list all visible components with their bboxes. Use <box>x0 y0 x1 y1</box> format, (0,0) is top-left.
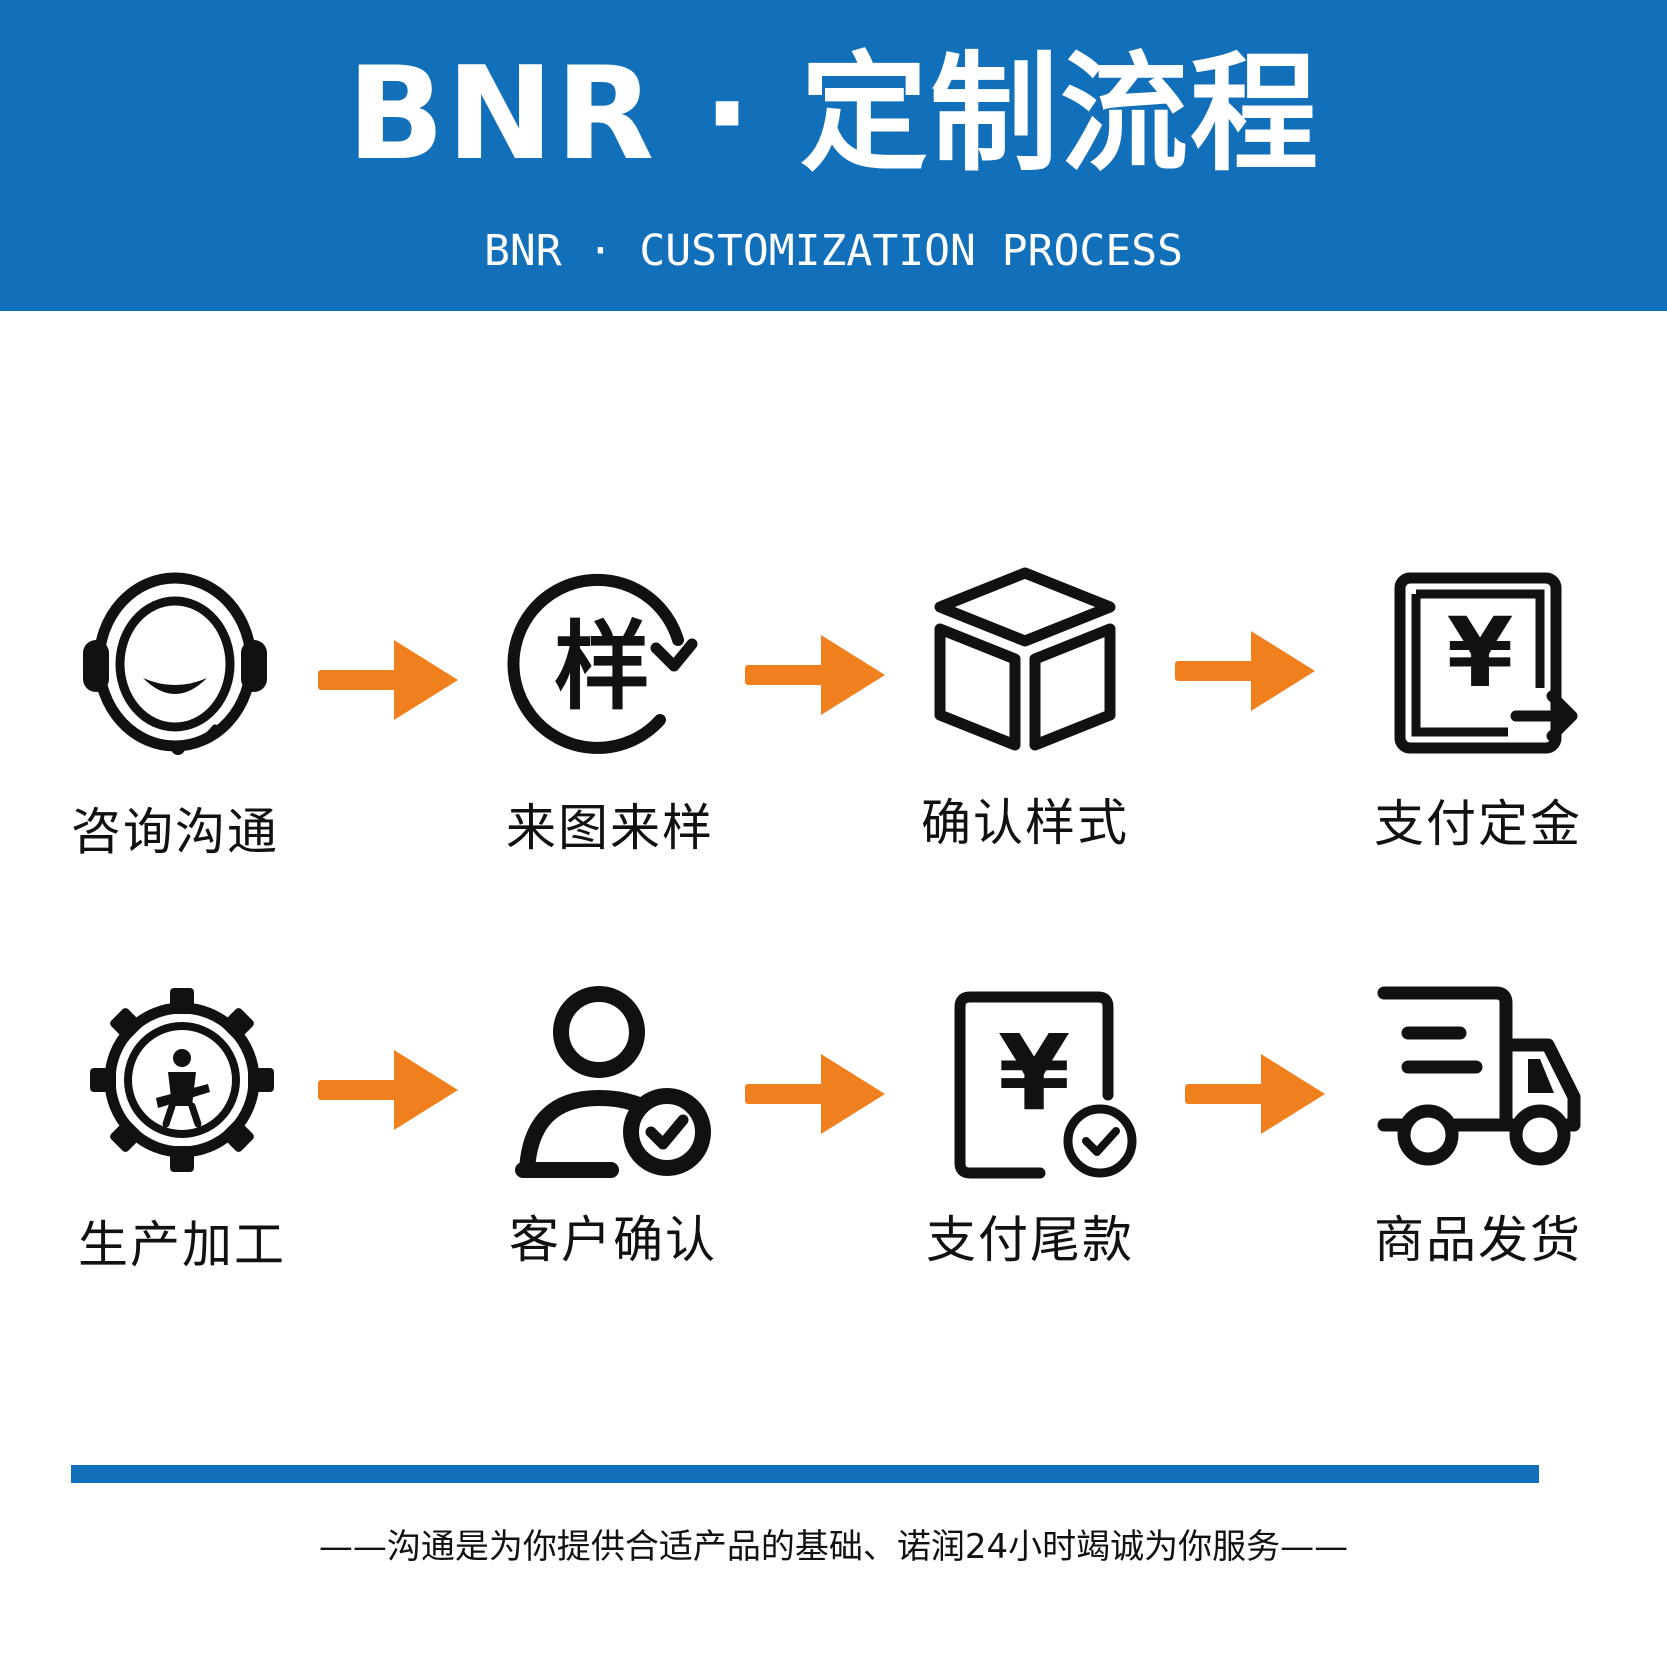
step-production: 生产加工 <box>62 985 302 1274</box>
yuan-glyph: ¥ <box>998 1012 1070 1134</box>
arrow-right-icon <box>745 1054 885 1134</box>
step-label: 生产加工 <box>78 1216 286 1274</box>
arrow-right-icon <box>318 640 458 720</box>
step-deposit: ¥ 支付定金 <box>1358 568 1598 853</box>
step-label: 客户确认 <box>509 1211 717 1269</box>
step-label: 确认样式 <box>921 794 1129 852</box>
page-title: BNR · 定制流程 <box>346 40 1320 189</box>
step-label: 支付尾款 <box>926 1211 1134 1269</box>
gear-worker-icon <box>90 988 274 1172</box>
user-check-icon <box>515 986 711 1178</box>
arrow-right-icon <box>318 1050 458 1130</box>
step-label: 支付定金 <box>1374 795 1582 853</box>
sample-refresh-icon: 样 <box>507 573 698 754</box>
arrow-right-icon <box>745 635 885 715</box>
step-confirm-style: 确认样式 <box>905 565 1145 852</box>
yuan-payment-icon: ¥ <box>1394 572 1578 754</box>
header-banner: BNR · 定制流程 BNR · CUSTOMIZATION PROCESS <box>0 0 1667 311</box>
step-shipping: 商品发货 <box>1358 985 1598 1269</box>
sample-glyph: 样 <box>554 611 650 723</box>
arrow-right-icon <box>1185 1054 1325 1134</box>
step-consult: 咨询沟通 <box>55 570 295 861</box>
step-label: 商品发货 <box>1374 1211 1582 1269</box>
headset-icon <box>83 572 267 755</box>
step-sample: 样 来图来样 <box>490 570 730 857</box>
yuan-check-icon: ¥ <box>954 991 1137 1179</box>
box-icon <box>934 567 1116 751</box>
page-subtitle: BNR · CUSTOMIZATION PROCESS <box>484 226 1183 276</box>
footer-slogan: ——沟通是为你提供合适产品的基础、诺润24小时竭诚为你服务—— <box>318 1527 1349 1567</box>
step-balance-payment: ¥ 支付尾款 <box>910 985 1150 1269</box>
arrow-right-icon <box>1175 631 1315 711</box>
yuan-glyph: ¥ <box>1447 597 1514 709</box>
delivery-truck-icon <box>1377 986 1581 1166</box>
step-label: 咨询沟通 <box>71 803 279 861</box>
step-label: 来图来样 <box>506 799 714 857</box>
divider-bar <box>71 1465 1539 1483</box>
step-customer-confirm: 客户确认 <box>493 980 733 1269</box>
